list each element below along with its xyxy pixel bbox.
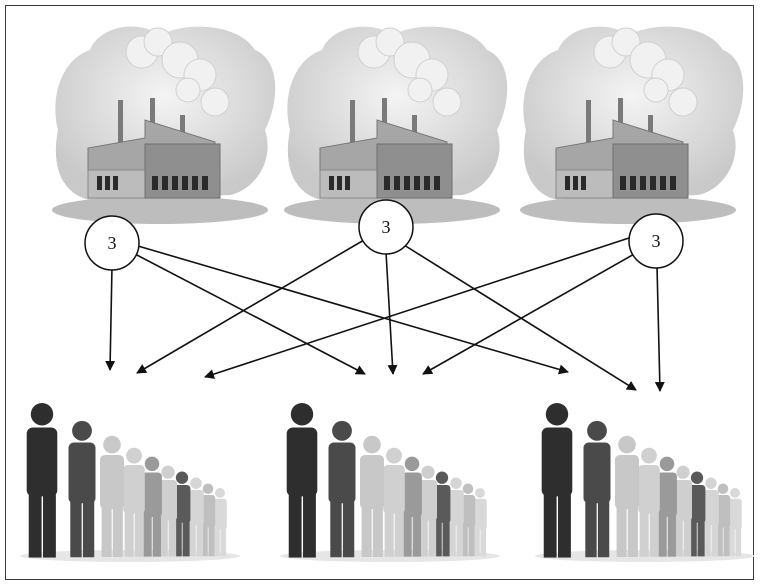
arrow-left-to-crowd-right bbox=[137, 245, 569, 375]
arrow-center-to-crowd-right bbox=[403, 244, 637, 391]
crowd-left bbox=[20, 400, 240, 562]
arrow-left-to-crowd-center bbox=[134, 253, 366, 375]
arrows bbox=[105, 236, 665, 392]
capacity-node-center: 3 bbox=[358, 199, 414, 255]
arrow-right-to-crowd-right bbox=[654, 265, 665, 392]
capacity-node-left: 3 bbox=[84, 215, 140, 271]
factory-left bbox=[52, 26, 276, 224]
capacity-label-right: 3 bbox=[652, 231, 661, 251]
arrow-center-to-crowd-left bbox=[136, 239, 365, 374]
arrow-left-to-crowd-left bbox=[105, 265, 116, 371]
capacity-nodes: 3 3 3 bbox=[84, 199, 684, 271]
arrow-center-to-crowd-center bbox=[385, 251, 398, 375]
arrow-right-to-crowd-center bbox=[422, 252, 637, 375]
factory-center bbox=[284, 26, 508, 224]
factory-right bbox=[520, 26, 744, 224]
capacity-label-center: 3 bbox=[382, 217, 391, 237]
capacity-node-right: 3 bbox=[628, 213, 684, 269]
arrow-right-to-crowd-left bbox=[204, 236, 633, 379]
crowd-center bbox=[280, 400, 500, 562]
capacity-label-left: 3 bbox=[108, 233, 117, 253]
crowd-right bbox=[535, 400, 755, 562]
